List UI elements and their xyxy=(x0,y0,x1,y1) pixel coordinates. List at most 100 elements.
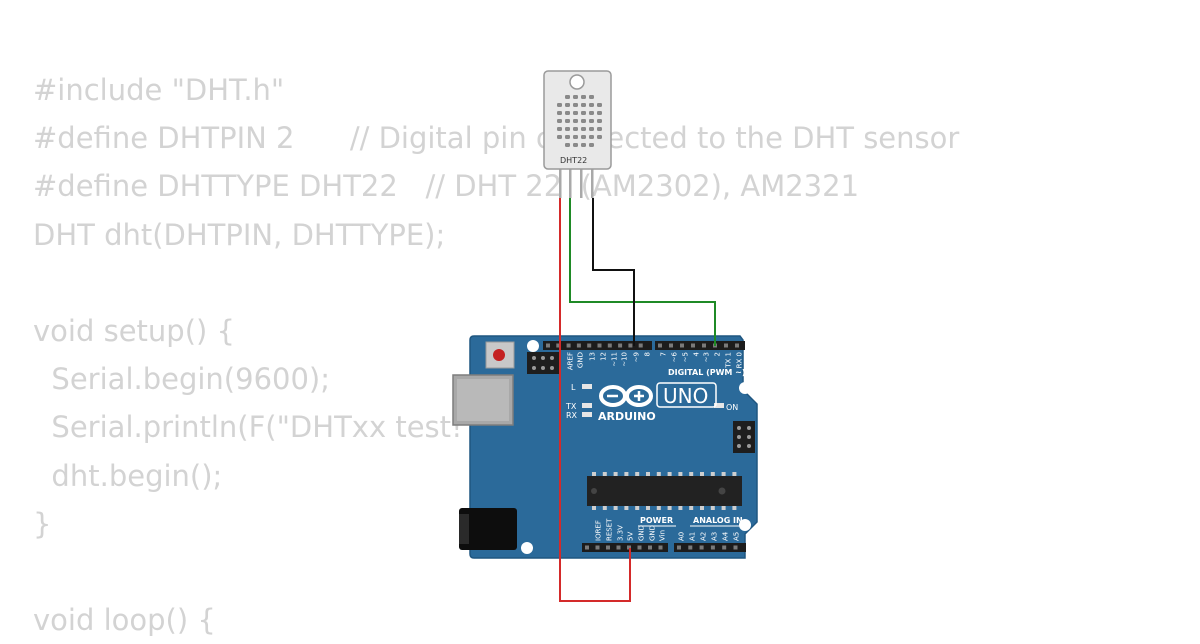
grille-slot xyxy=(557,111,562,115)
header-pin[interactable] xyxy=(710,545,715,550)
header-pin[interactable] xyxy=(637,545,642,550)
header-pin[interactable] xyxy=(699,545,704,550)
grille-slot xyxy=(597,127,602,131)
grille-slot xyxy=(581,119,586,123)
header-pin[interactable] xyxy=(658,545,663,550)
sensor-leg xyxy=(559,168,562,198)
pin-label: Vin xyxy=(659,530,667,541)
header-pin[interactable] xyxy=(702,343,706,348)
chip-leg xyxy=(624,472,629,477)
pin-label: ~9 xyxy=(633,352,641,362)
model-label: UNO xyxy=(663,384,708,408)
led-tx xyxy=(582,403,592,408)
grille-slot xyxy=(589,103,594,107)
pin-label: 12 xyxy=(600,352,608,361)
header-pin[interactable] xyxy=(595,545,600,550)
header-pin[interactable] xyxy=(691,343,695,348)
grille-slot xyxy=(597,111,602,115)
header-pin[interactable] xyxy=(680,343,684,348)
header-pin[interactable] xyxy=(669,343,673,348)
power-header[interactable] xyxy=(582,543,668,552)
header-pin[interactable] xyxy=(724,343,728,348)
grille-slot xyxy=(597,103,602,107)
chip-leg xyxy=(592,472,596,477)
digital-header-right[interactable] xyxy=(655,341,745,350)
header-pin[interactable] xyxy=(606,545,610,550)
code-line: #include "DHT.h" xyxy=(33,73,285,107)
grille-slot xyxy=(581,103,586,107)
header-pin[interactable] xyxy=(735,343,739,348)
grille-slot xyxy=(589,95,594,99)
header-pin[interactable] xyxy=(628,343,633,348)
brand-label: ARDUINO xyxy=(598,410,656,423)
grille-slot xyxy=(589,127,594,131)
grille-slot xyxy=(565,127,570,131)
atmega-chip-icon xyxy=(587,472,742,510)
dht22-sensor[interactable]: DHT22 xyxy=(543,70,612,198)
header-pin[interactable] xyxy=(576,343,581,348)
icsp-header-right xyxy=(733,421,755,453)
digital-header-left[interactable] xyxy=(543,341,652,350)
grille-slot xyxy=(557,103,562,107)
chip-leg xyxy=(732,472,737,477)
arduino-infinity-logo xyxy=(599,385,653,407)
grille-slot xyxy=(573,111,578,115)
chip-leg xyxy=(689,472,694,477)
sensor-grille xyxy=(557,95,602,147)
grille-slot xyxy=(573,103,578,107)
header-pin[interactable] xyxy=(616,545,621,550)
pin-label: GND xyxy=(649,525,657,541)
grille-slot xyxy=(581,127,586,131)
header-pin[interactable] xyxy=(546,343,550,348)
pin-label: 4 xyxy=(693,351,701,356)
code-line: DHT dht(DHTPIN, DHTTYPE); xyxy=(33,217,446,252)
analog-header[interactable] xyxy=(674,543,746,552)
chip-leg xyxy=(710,472,715,477)
header-pin[interactable] xyxy=(658,343,662,348)
header-pin[interactable] xyxy=(733,545,738,550)
header-pin[interactable] xyxy=(585,545,589,550)
header-pin[interactable] xyxy=(677,545,681,550)
header-pin[interactable] xyxy=(648,545,652,550)
header-pin[interactable] xyxy=(556,343,561,348)
grille-slot xyxy=(565,111,570,115)
icsp-header-left xyxy=(527,352,559,374)
sensor-label: DHT22 xyxy=(560,156,587,165)
header-pin[interactable] xyxy=(618,343,623,348)
chip-leg xyxy=(678,472,683,477)
chip-leg xyxy=(700,472,704,477)
code-line: Serial.begin(9600); xyxy=(33,362,331,397)
usb-jack-inner xyxy=(457,379,509,421)
pin-label: A3 xyxy=(711,532,719,541)
code-line: #define DHTTYPE DHT22 // DHT 22 (AM2302)… xyxy=(33,169,860,204)
header-pin[interactable] xyxy=(597,343,602,348)
header-pin[interactable] xyxy=(587,343,592,348)
header-pin[interactable] xyxy=(627,545,631,550)
code-line: dht.begin(); xyxy=(33,458,223,493)
pin-label: ~3 xyxy=(703,352,711,362)
header-pin[interactable] xyxy=(638,343,643,348)
wire-vcc[interactable] xyxy=(559,198,631,602)
wire-data[interactable] xyxy=(569,198,716,346)
header-pin[interactable] xyxy=(688,545,693,550)
mounting-hole xyxy=(521,542,533,554)
chip-leg xyxy=(667,472,672,477)
led-label-tx: TX xyxy=(565,402,577,411)
led-on xyxy=(714,403,724,408)
pin-label: A0 xyxy=(678,532,686,541)
reset-button-icon[interactable] xyxy=(485,341,515,369)
grille-slot xyxy=(565,143,570,147)
chip-leg xyxy=(592,505,596,510)
code-background: #include "DHT.h"#define DHTPIN 2 // Digi… xyxy=(33,66,959,644)
grille-slot xyxy=(581,111,586,115)
header-pin[interactable] xyxy=(607,343,612,348)
header-pin[interactable] xyxy=(566,343,571,348)
grille-slot xyxy=(589,119,594,123)
pin-label: 5V xyxy=(627,532,635,541)
grille-slot xyxy=(565,103,570,107)
header-pin[interactable] xyxy=(722,545,727,550)
wire-gnd[interactable] xyxy=(592,198,635,346)
grille-slot xyxy=(573,95,578,99)
